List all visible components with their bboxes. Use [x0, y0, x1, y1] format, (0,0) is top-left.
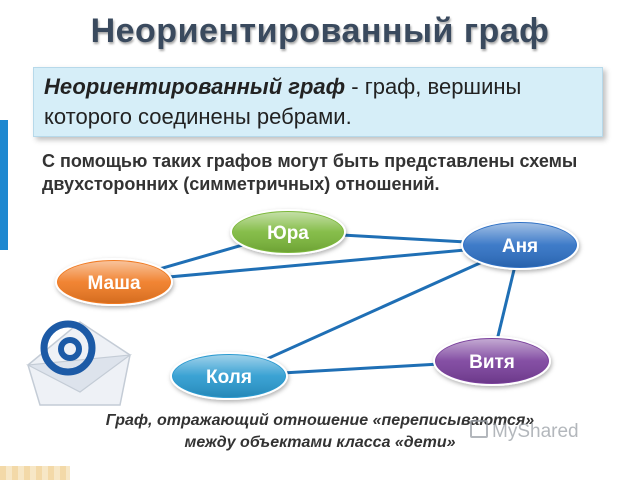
- edge-masha-anya: [113, 243, 521, 284]
- corner-decoration: [0, 466, 70, 480]
- description-text: С помощью таких графов могут быть предст…: [42, 151, 578, 194]
- caption-line-2: между объектами класса «дети»: [184, 434, 456, 451]
- node-shine-yura: [233, 212, 343, 252]
- node-label-anya: Аня: [502, 236, 538, 257]
- node-shine-masha: [58, 261, 170, 303]
- email-at-envelope-icon: [25, 320, 133, 406]
- definition-text: - граф, вершины которого соединены ребра…: [44, 74, 522, 129]
- definition-box: Неориентированный граф - граф, вершины к…: [33, 67, 603, 137]
- node-label-vitya: Витя: [469, 352, 515, 373]
- watermark: MyShared: [470, 420, 579, 443]
- node-anya: Аня: [461, 220, 579, 270]
- node-vitya: Витя: [433, 336, 551, 386]
- node-masha: Маша: [55, 258, 173, 306]
- node-label-yura: Юра: [267, 223, 309, 244]
- caption: Граф, отражающий отношение «переписывают…: [60, 410, 580, 454]
- node-shine-vitya: [436, 339, 548, 383]
- node-shine-anya: [464, 223, 576, 267]
- node-label-kolya: Коля: [206, 367, 252, 388]
- page-title: Неориентированный граф: [90, 12, 550, 50]
- presentation-icon: [470, 420, 488, 438]
- left-accent-bar: [0, 120, 8, 250]
- edge-kolya-anya: [228, 243, 521, 378]
- watermark-text: MyShared: [492, 421, 579, 442]
- node-label-masha: Маша: [87, 273, 140, 294]
- node-yura: Юра: [230, 209, 346, 255]
- definition-term: Неориентированный граф: [44, 74, 346, 99]
- node-shine-kolya: [173, 355, 285, 397]
- node-kolya: Коля: [170, 352, 288, 400]
- caption-line-1: Граф, отражающий отношение «переписывают…: [105, 412, 535, 429]
